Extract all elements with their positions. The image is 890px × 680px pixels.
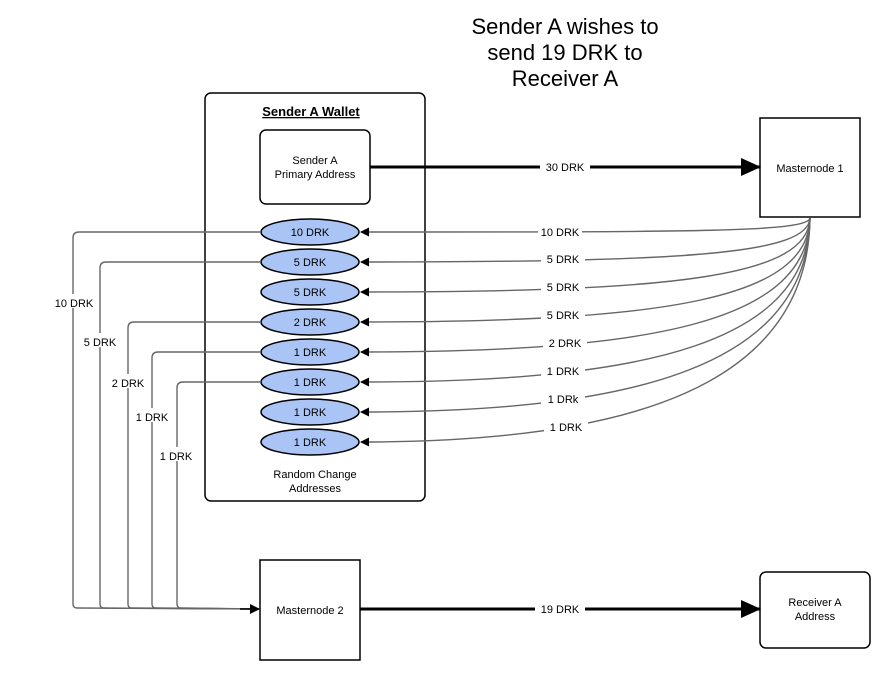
primary-address-line-2: Primary Address: [275, 169, 356, 181]
change-address-ellipse: [260, 278, 360, 306]
mn1-return-line: [360, 217, 811, 357]
to-mn2-line: [176, 381, 261, 610]
mn1-return-label: 1 DRk: [548, 394, 579, 406]
change-address-label: 1 DRK: [294, 407, 327, 419]
primary-address-line-1: Sender A: [292, 155, 338, 167]
mn1-return-label-bg: [541, 307, 585, 321]
mn1-return-label-bg: [541, 279, 585, 293]
mn1-return-label: 10 DRK: [541, 227, 580, 239]
to-mn2-label: 10 DRK: [55, 298, 94, 310]
receiver-address-box: [759, 571, 871, 649]
wallet-title: Sender A Wallet: [262, 104, 360, 119]
mn1-return-label-bg: [541, 391, 585, 405]
to-mn2-line: [72, 231, 261, 610]
to-mn2-label-bg: [108, 374, 148, 388]
title-line-1: Sender A wishes to: [471, 14, 659, 39]
mn1-return-label: 5 DRK: [547, 310, 580, 322]
title-line-3: Receiver A: [511, 66, 619, 91]
masternode-2-box: [259, 559, 361, 661]
mn1-return-label-bg: [543, 335, 587, 349]
mn1-return-flows: 10 DRK 5 DRK 5 DRK 5 DRK 2 DRK 1 DRK 1 DRk 1 DR…: [360, 217, 811, 447]
mn2-to-receiver-label-bg: [535, 601, 585, 617]
change-address-ellipse: [260, 428, 360, 456]
change-label-line-1: Random Change: [273, 469, 356, 481]
to-mn2-label-bg: [132, 408, 172, 422]
change-address-label: 1 DRK: [294, 377, 327, 389]
diagram-title: Sender A wishes to send 19 DRK to Receiv…: [420, 14, 710, 92]
receiver-line-2: Address: [795, 611, 836, 623]
change-address-label: 1 DRK: [294, 347, 327, 359]
masternode-1-label: Masternode 1: [776, 163, 843, 175]
to-mn2-line: [127, 321, 261, 610]
mn1-return-line: [360, 217, 811, 387]
sender-to-mn1-label-bg: [540, 159, 590, 175]
mn1-return-line: [360, 217, 811, 447]
change-address-label: 1 DRK: [294, 437, 327, 449]
primary-address-box: [259, 129, 371, 205]
to-mn2-label: 1 DRK: [136, 412, 169, 424]
mn1-return-line: [360, 217, 811, 417]
mn1-return-label-bg: [544, 419, 588, 433]
receiver-line-1: Receiver A: [788, 597, 842, 609]
change-address-label: 10 DRK: [291, 227, 330, 239]
to-mn2-line: [99, 261, 261, 610]
change-address-ellipse: [260, 398, 360, 426]
mn1-return-line: [360, 217, 811, 297]
masternode-1-box: [759, 117, 861, 218]
to-mn2-line: [151, 351, 261, 610]
change-address-list: 10 DRK 5 DRK 5 DRK 2 DRK 1 DRK 1 DRK 1 DRK 1 DR…: [260, 218, 360, 456]
masternode-2-label: Masternode 2: [276, 605, 343, 617]
to-mn2-flows: 10 DRK 5 DRK 2 DRK 1 DRK 1 DRK: [54, 231, 261, 614]
mn1-return-label: 1 DRK: [547, 366, 580, 378]
title-line-2: send 19 DRK to: [487, 40, 643, 65]
to-mn2-label-bg: [156, 447, 196, 461]
mn1-return-label: 5 DRK: [547, 282, 580, 294]
change-address-label: 2 DRK: [294, 317, 327, 329]
mn1-return-label-bg: [541, 363, 585, 377]
mn1-return-label: 2 DRK: [549, 338, 582, 350]
mn1-return-line: [360, 217, 811, 237]
to-mn2-label: 1 DRK: [160, 451, 193, 463]
mn2-to-receiver-label: 19 DRK: [541, 604, 580, 616]
mn1-return-line: [360, 217, 811, 327]
change-address-label: 5 DRK: [294, 257, 327, 269]
mn1-return-label-bg: [538, 224, 582, 238]
mn1-return-label: 5 DRK: [547, 254, 580, 266]
change-address-label: 5 DRK: [294, 287, 327, 299]
to-mn2-label: 2 DRK: [112, 378, 145, 390]
mn1-return-label-bg: [541, 251, 585, 265]
mn1-return-label: 1 DRK: [550, 422, 583, 434]
to-mn2-label-bg: [80, 333, 120, 347]
to-mn2-label-bg: [54, 294, 94, 308]
mn1-return-line: [360, 217, 811, 267]
sender-to-mn1-label: 30 DRK: [546, 162, 585, 174]
to-mn2-label: 5 DRK: [84, 337, 117, 349]
change-label-line-2: Addresses: [289, 483, 341, 495]
